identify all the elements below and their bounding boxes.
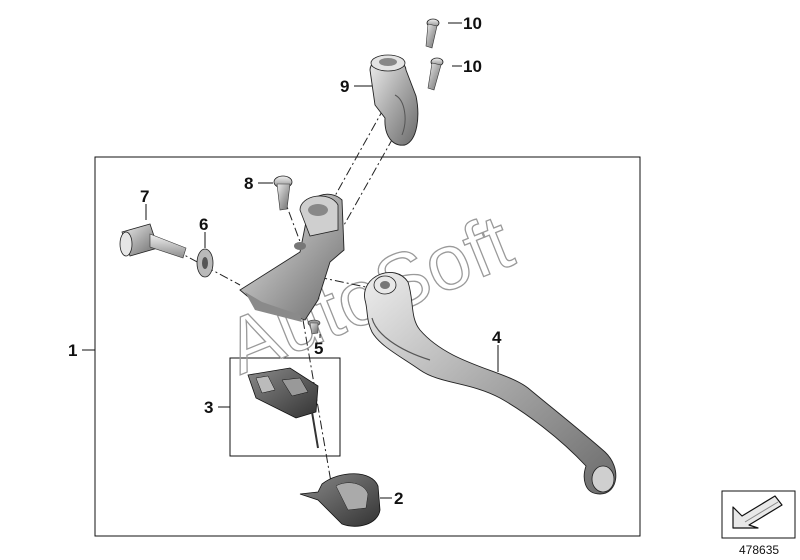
callout-10-lower: 10 bbox=[463, 57, 482, 76]
callout-10-upper: 10 bbox=[463, 14, 482, 33]
washer-6 bbox=[196, 248, 214, 278]
screw-8 bbox=[273, 175, 293, 211]
callout-9: 9 bbox=[340, 77, 349, 96]
switch-3 bbox=[247, 367, 319, 449]
callout-2: 2 bbox=[394, 489, 403, 508]
callout-7: 7 bbox=[140, 187, 149, 206]
direction-symbol bbox=[721, 490, 796, 539]
clamp-9 bbox=[369, 54, 419, 146]
document-number: 478635 bbox=[739, 543, 779, 557]
pivot-bolt-5 bbox=[307, 319, 321, 335]
lever-bracket bbox=[239, 193, 345, 322]
callouts: 10 10 9 8 7 6 5 4 3 2 1 bbox=[68, 14, 502, 508]
bolt-7 bbox=[119, 223, 187, 259]
callout-3: 3 bbox=[204, 398, 213, 417]
callout-5: 5 bbox=[314, 339, 323, 358]
callout-6: 6 bbox=[199, 215, 208, 234]
arrow-down-left-icon bbox=[732, 495, 783, 529]
clutch-lever-4 bbox=[364, 272, 617, 495]
callout-8: 8 bbox=[244, 174, 253, 193]
screw-10-lower bbox=[427, 57, 444, 91]
cover-2 bbox=[299, 473, 381, 527]
callout-1: 1 bbox=[68, 341, 77, 360]
callout-4: 4 bbox=[492, 328, 502, 347]
assembly-frame bbox=[94, 156, 641, 537]
screw-10-upper bbox=[425, 18, 440, 49]
leader-lines bbox=[82, 22, 499, 499]
